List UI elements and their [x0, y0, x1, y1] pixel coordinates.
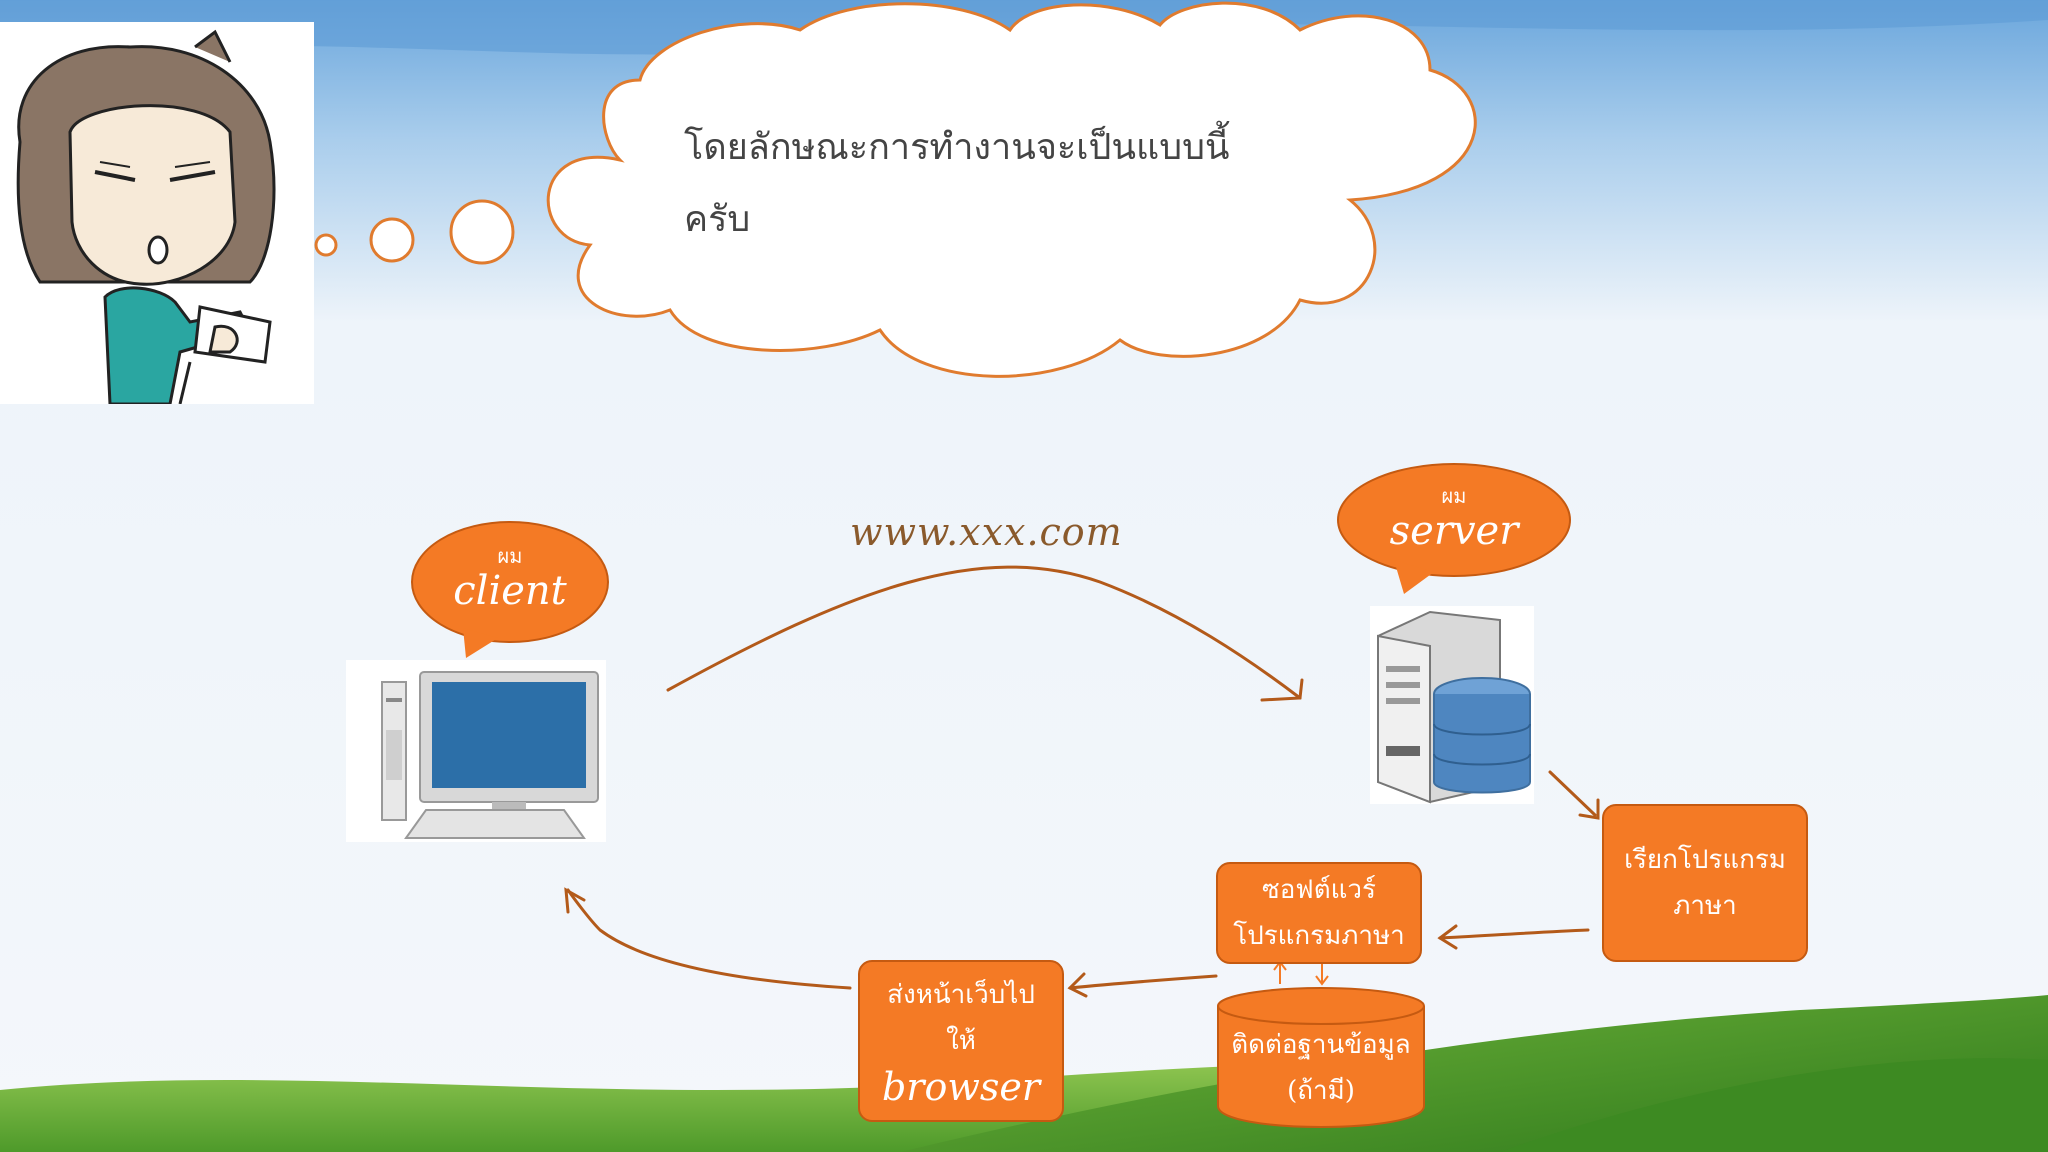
send-page-box: ส่งหน้าเว็บไป ให้ browser [858, 960, 1064, 1122]
server-bubble-big: server [1389, 508, 1519, 554]
thought-text: โดยลักษณะการทำงานจะเป็นแบบนี้ ครับ [684, 112, 1284, 256]
desktop-computer-icon [381, 671, 599, 839]
send-page-line-3: browser [881, 1065, 1041, 1109]
thought-line-1: โดยลักษณะการทำงานจะเป็นแบบนี้ [684, 127, 1230, 168]
server-panel [1370, 606, 1534, 804]
cartoon-person-icon [16, 29, 276, 406]
software-line-1: ซอฟต์แวร์ [1262, 875, 1376, 905]
client-bubble-big: client [453, 568, 567, 614]
client-bubble-small: ผม [497, 544, 523, 568]
software-box: ซอฟต์แวร์ โปรแกรมภาษา [1216, 862, 1422, 964]
thought-cloud [314, 1, 1477, 378]
thought-line-2: ครับ [684, 199, 751, 240]
call-program-line-2: ภาษา [1673, 891, 1737, 921]
client-computer-panel [346, 660, 606, 842]
database-line-1: ติดต่อฐานข้อมูล [1231, 1030, 1411, 1060]
software-line-2: โปรแกรมภาษา [1233, 921, 1405, 951]
server-bubble-small: ผม [1441, 484, 1467, 508]
database-line-2: (ถ้ามี) [1287, 1076, 1355, 1106]
database-text: ติดต่อฐานข้อมูล (ถ้ามี) [1218, 1022, 1424, 1114]
send-page-line-1: ส่งหน้าเว็บไป [887, 980, 1035, 1010]
client-bubble: ผม client [408, 544, 612, 614]
server-bubble-shape [1337, 463, 1571, 594]
send-page-line-2: ให้ [946, 1026, 976, 1056]
call-program-box: เรียกโปรแกรม ภาษา [1602, 804, 1808, 962]
url-label: www.xxx.com [850, 510, 1123, 554]
database-cylinder [1217, 987, 1425, 1128]
call-program-line-1: เรียกโปรแกรม [1624, 845, 1786, 875]
character-panel [0, 22, 314, 406]
server-bubble: ผม server [1334, 484, 1574, 554]
client-bubble-shape [411, 521, 609, 658]
server-database-icon [1377, 610, 1531, 804]
